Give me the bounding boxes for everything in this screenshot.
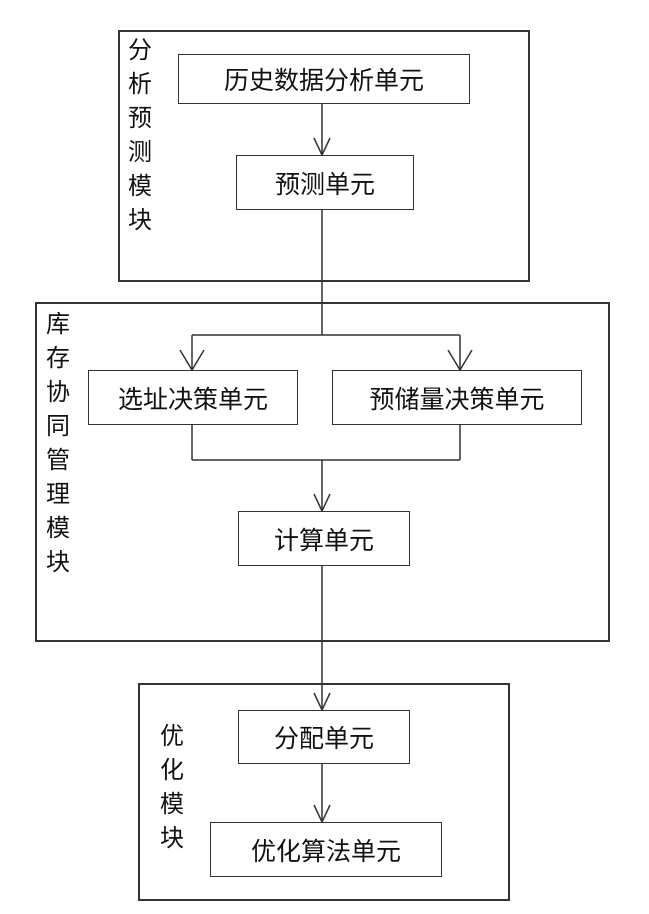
unit-label: 计算单元 — [274, 521, 374, 557]
unit-label: 分配单元 — [274, 719, 374, 755]
forecast-unit: 预测单元 — [236, 155, 414, 210]
pre-storage-decision-unit: 预储量决策单元 — [332, 370, 582, 425]
calculation-unit: 计算单元 — [238, 511, 410, 566]
unit-label: 选址决策单元 — [118, 380, 268, 416]
allocation-unit: 分配单元 — [238, 710, 410, 764]
optimization-algorithm-unit: 优化算法单元 — [210, 822, 442, 877]
history-data-analysis-unit: 历史数据分析单元 — [178, 54, 470, 104]
unit-label: 历史数据分析单元 — [224, 61, 424, 97]
site-selection-decision-unit: 选址决策单元 — [88, 370, 298, 425]
unit-label: 预储量决策单元 — [369, 380, 544, 416]
unit-label: 优化算法单元 — [251, 832, 401, 868]
unit-label: 预测单元 — [275, 165, 375, 201]
